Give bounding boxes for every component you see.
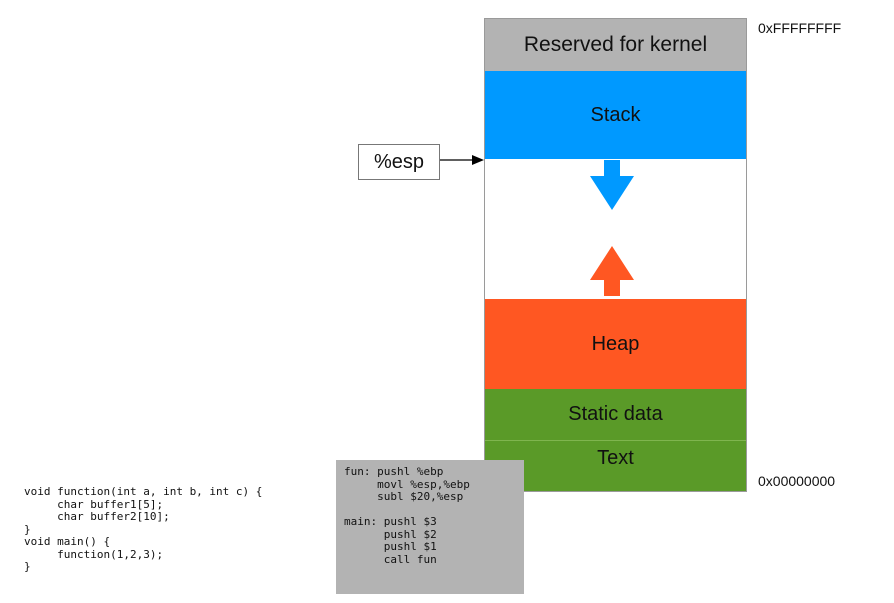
address-top-label: 0xFFFFFFFF	[758, 20, 842, 36]
esp-pointer-arrow	[440, 155, 484, 165]
c-source-code: void function(int a, int b, int c) { cha…	[24, 485, 263, 574]
asm-line: main: pushl $3	[344, 515, 437, 528]
code-line: void main() {	[24, 535, 111, 548]
heap-segment-label: Heap	[591, 332, 640, 355]
kernel-segment-label: Reserved for kernel	[523, 33, 708, 56]
arrow-up-icon	[590, 246, 634, 296]
assembly-code-box: fun: pushl %ebp movl %esp,%ebp subl $20,…	[336, 460, 524, 594]
code-line: function(1,2,3);	[24, 547, 164, 561]
code-line: }	[24, 560, 31, 573]
asm-line: subl $20,%esp	[344, 490, 464, 503]
address-bottom-label: 0x00000000	[758, 473, 836, 489]
kernel-segment: Reserved for kernel	[485, 19, 746, 71]
memory-layout: Reserved for kernel Stack Heap Static da…	[484, 18, 747, 492]
assembly-code: fun: pushl %ebp movl %esp,%ebp subl $20,…	[344, 465, 524, 566]
asm-line: movl %esp,%ebp	[344, 477, 470, 491]
text-segment-label: Text	[597, 447, 634, 469]
code-line: }	[24, 522, 31, 536]
heap-segment: Heap	[485, 299, 746, 389]
static-data-segment-label: Static data	[568, 403, 663, 425]
code-line: void function(int a, int b, int c) {	[24, 485, 263, 498]
asm-line: fun: pushl %ebp	[344, 465, 444, 478]
code-line: char buffer2[10];	[24, 510, 170, 523]
asm-line: pushl $1	[344, 540, 437, 553]
code-line: char buffer1[5];	[24, 497, 164, 511]
arrow-down-icon	[590, 160, 634, 210]
stack-segment: Stack	[485, 71, 746, 159]
asm-line: pushl $2	[344, 527, 437, 541]
esp-register-box: %esp	[358, 144, 440, 180]
text-segment: Text	[485, 441, 746, 491]
asm-line: call fun	[344, 552, 437, 566]
stack-segment-label: Stack	[590, 103, 641, 126]
esp-register-label: %esp	[373, 150, 425, 173]
static-data-segment: Static data	[485, 389, 746, 441]
